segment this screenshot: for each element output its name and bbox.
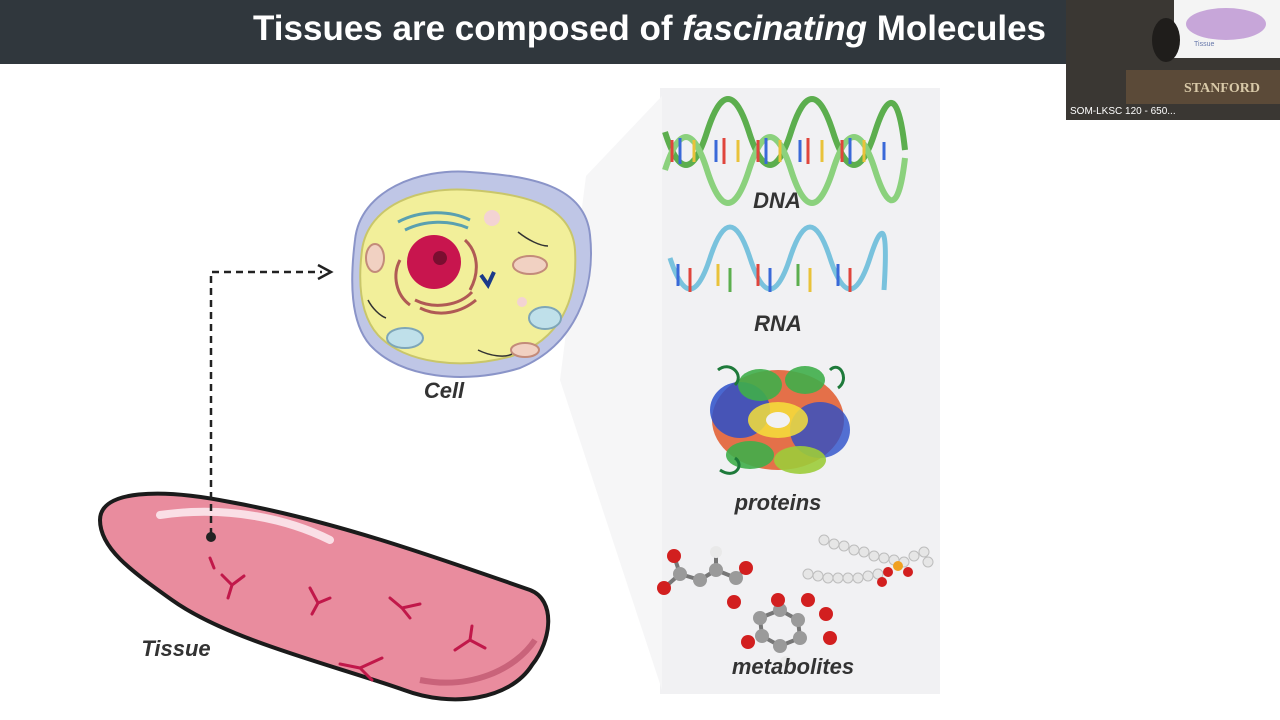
- title-bar: Tissues are composed of fascinating Mole…: [0, 0, 1066, 64]
- cell-illustration: [351, 170, 592, 378]
- tissue-illustration: [97, 491, 551, 702]
- protein-illustration: [710, 365, 850, 475]
- rna-label: RNA: [754, 311, 802, 336]
- rna-illustration: [667, 224, 888, 292]
- participant-label: SOM-LKSC 120 - 650...: [1070, 106, 1176, 117]
- metabolites-illustration: [657, 534, 934, 668]
- projected-tissue-thumbnail: [1186, 8, 1266, 40]
- arrow-head-icon: [317, 263, 334, 281]
- speaker-video-tile[interactable]: Tissue STANFORD SOM-LKSC 120 - 650...: [1066, 0, 1280, 120]
- speaker-silhouette: [1152, 18, 1180, 62]
- speaker-video-frame: Tissue STANFORD: [1066, 0, 1280, 120]
- dna-illustration: [662, 96, 908, 206]
- proteins-label: proteins: [734, 490, 822, 515]
- slide-title: Tissues are composed of fascinating Mole…: [253, 9, 1046, 48]
- svg-text:STANFORD: STANFORD: [1184, 81, 1260, 96]
- cell-label: Cell: [423, 378, 465, 403]
- dna-label: DNA: [753, 188, 801, 213]
- dashed-arrow: [209, 270, 322, 535]
- zoom-connector: [560, 96, 662, 690]
- tissue-sample-point: [206, 532, 216, 542]
- nucleus: [407, 235, 461, 289]
- thumbnail-caption: Tissue: [1194, 41, 1214, 48]
- tissue-label: Tissue: [141, 636, 211, 661]
- metabolites-label: metabolites: [731, 654, 855, 679]
